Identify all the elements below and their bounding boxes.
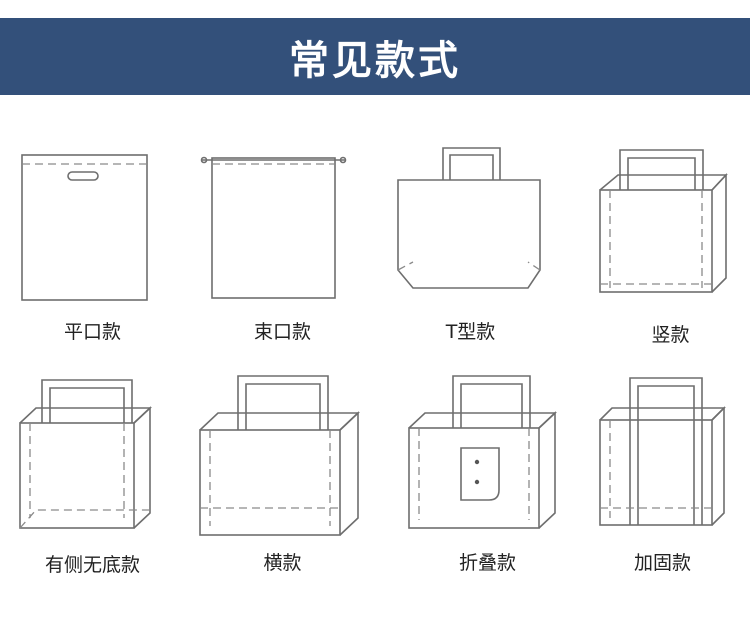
flat-mouth-bag-illustration [21, 154, 148, 301]
style-card-vertical: 竖款 [578, 120, 750, 350]
foldable-bag-illustration [408, 375, 558, 529]
t-shape-bag-illustration [397, 147, 541, 289]
vertical-bag-illustration [599, 149, 728, 293]
style-label: T型款 [445, 321, 496, 343]
style-card-drawstring: 束口款 [190, 120, 375, 350]
drawstring-bag-illustration [200, 156, 347, 299]
title-banner: 常见款式 [0, 18, 750, 95]
style-label: 竖款 [651, 324, 690, 346]
style-card-flat-mouth: 平口款 [0, 120, 185, 350]
style-label: 横款 [263, 552, 302, 574]
style-label: 束口款 [253, 321, 311, 343]
horizontal-bag-illustration [199, 375, 361, 536]
style-card-reinforced: 加固款 [570, 358, 750, 588]
reinforced-bag-illustration [599, 377, 726, 526]
style-label: 折叠款 [458, 552, 516, 574]
style-card-t-shape: T型款 [378, 120, 563, 350]
style-card-side-no-bottom: 有侧无底款 [0, 358, 185, 588]
style-card-foldable: 折叠款 [395, 358, 580, 588]
style-card-horizontal: 横款 [190, 358, 375, 588]
style-label: 有侧无底款 [44, 554, 140, 576]
fold-pocket-shape [460, 447, 500, 501]
side-no-bottom-bag-illustration [19, 379, 153, 529]
banner-title: 常见款式 [289, 37, 461, 84]
style-label: 平口款 [63, 321, 121, 343]
style-label: 加固款 [633, 552, 691, 574]
